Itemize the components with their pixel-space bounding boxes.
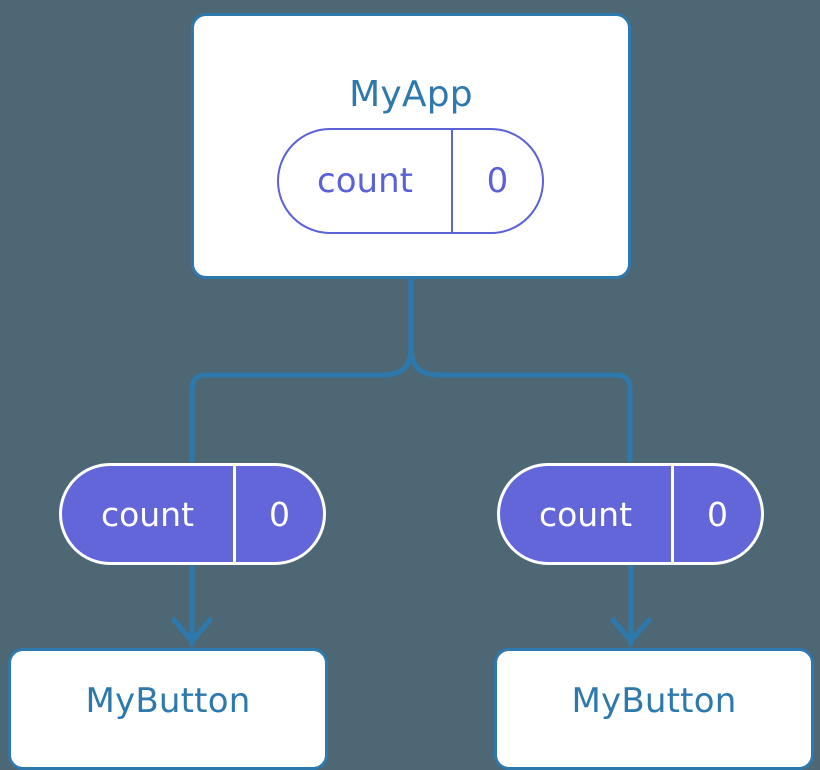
branch-to-right-prop: [408, 344, 633, 463]
right-button-node[interactable]: MyButton: [494, 648, 814, 770]
root-node-title: MyApp: [349, 74, 473, 115]
left-prop-value: 0: [233, 466, 323, 562]
branch-to-left-prop: [189, 344, 414, 463]
left-prop-arrowhead: [171, 617, 213, 644]
right-prop-pill[interactable]: count 0: [497, 463, 764, 565]
left-button-node-title: MyButton: [85, 681, 251, 721]
right-button-node-title: MyButton: [571, 681, 737, 721]
root-state-key: count: [317, 161, 413, 201]
root-state-pill[interactable]: count 0: [277, 128, 544, 234]
right-prop-key: count: [538, 494, 633, 534]
right-prop-value: 0: [671, 466, 761, 562]
root-state-value: 0: [451, 130, 542, 232]
left-button-node[interactable]: MyButton: [8, 648, 328, 770]
left-prop-pill[interactable]: count 0: [59, 463, 326, 565]
left-prop-key: count: [100, 494, 195, 534]
right-prop-arrowhead: [610, 617, 652, 644]
